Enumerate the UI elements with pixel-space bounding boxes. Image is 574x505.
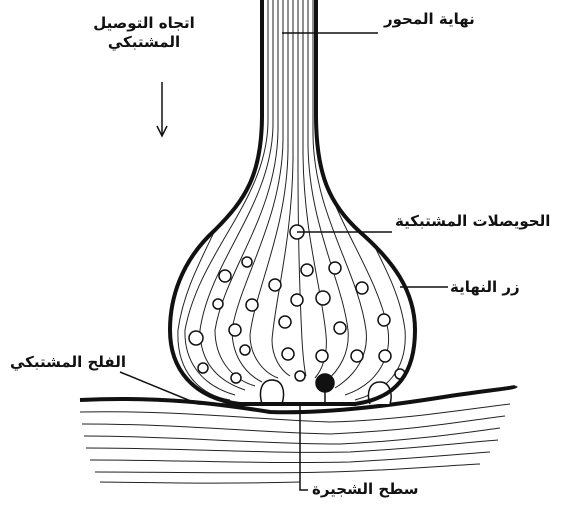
dendrite: [80, 386, 516, 483]
down-arrow-icon: [157, 82, 167, 136]
axon-fibers: [178, 0, 405, 400]
synaptic-vesicles-label: الحويصلات المشتبكية: [395, 212, 550, 231]
synaptic-cleft-label: الفلح المشتبكي: [10, 353, 126, 372]
terminal-bouton-label: زر النهاية: [450, 278, 520, 297]
axon-terminal-label: نهاية المحور: [384, 10, 475, 29]
conduction-direction-label: اتجاه التوصيل المشتبكي: [88, 14, 200, 52]
dendrite-surface-label: سطح الشجيرة: [312, 480, 419, 499]
